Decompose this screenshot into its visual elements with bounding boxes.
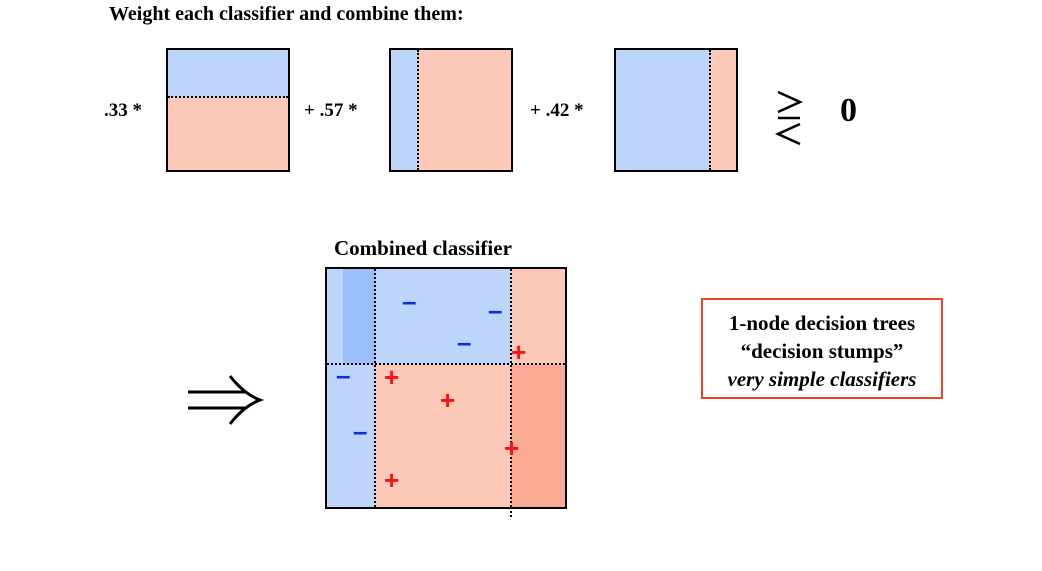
classifier-1-positive-region <box>168 97 288 170</box>
classifier-1-negative-region <box>168 50 288 97</box>
combined-classifier-box <box>325 267 567 509</box>
combined-top-negative-region <box>375 269 511 364</box>
classifier-2-negative-region <box>391 50 418 170</box>
classifier-3-box <box>614 48 738 172</box>
positive-sample: + <box>511 337 527 367</box>
combined-left-threshold <box>374 269 376 507</box>
combined-classifier-title: Combined classifier <box>334 236 512 260</box>
greater-less-equal-icon <box>774 90 804 146</box>
combined-horizontal-threshold <box>327 363 565 365</box>
negative-sample: – <box>336 360 351 390</box>
combined-top-right-positive-region <box>511 269 565 364</box>
classifier-3-threshold <box>709 50 711 170</box>
positive-sample: + <box>504 433 520 463</box>
positive-sample: + <box>384 465 400 495</box>
negative-sample: – <box>353 416 368 446</box>
classifier-1-threshold <box>168 96 288 98</box>
combined-right-threshold <box>510 269 512 507</box>
note-line-3: very simple classifiers <box>727 367 917 391</box>
negative-sample: – <box>402 286 417 316</box>
combined-strong-positive-region <box>511 364 565 507</box>
weight-3: + .42 * <box>530 100 584 121</box>
classifier-2-box <box>389 48 513 172</box>
page-title: Weight each classifier and combine them: <box>109 3 464 25</box>
positive-sample: + <box>440 385 456 415</box>
combined-center-positive-region <box>375 364 511 507</box>
weight-1: .33 * <box>104 100 142 121</box>
combined-strong-negative-region <box>343 269 375 364</box>
note-line-2: “decision stumps” <box>740 339 904 363</box>
weight-2: + .57 * <box>304 100 358 121</box>
classifier-2-positive-region <box>418 50 511 170</box>
negative-sample: – <box>488 295 503 325</box>
decision-stumps-note: 1-node decision trees “decision stumps” … <box>701 298 943 399</box>
double-right-arrow-icon <box>188 375 265 425</box>
comparison-value: 0 <box>840 92 857 129</box>
note-line-1: 1-node decision trees <box>728 311 916 335</box>
negative-sample: – <box>457 327 472 357</box>
classifier-1-box <box>166 48 290 172</box>
positive-sample: + <box>384 362 400 392</box>
classifier-3-positive-region <box>710 50 736 170</box>
classifier-3-negative-region <box>616 50 710 170</box>
classifier-2-threshold <box>417 50 419 170</box>
combined-right-threshold-extension <box>510 507 512 517</box>
